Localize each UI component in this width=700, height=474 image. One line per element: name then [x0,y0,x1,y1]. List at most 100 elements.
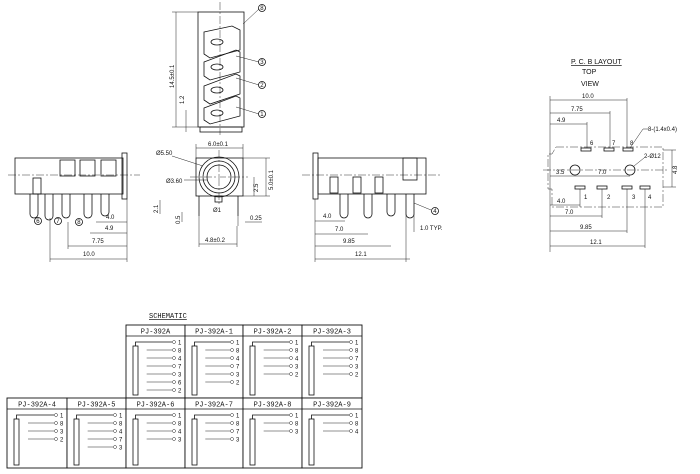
dimension-label: 4.0 [323,214,332,220]
dimension-label: 3 [260,60,264,66]
schematic-cell-title: PJ-392A [141,329,171,337]
dimension-label: 4.0 [557,199,566,205]
schematic-cell-title: PJ-392A-9 [313,402,351,410]
pin-label: 1 [295,414,299,420]
top-view: 14.5±0.1 1.2 8 3 2 1 [170,2,266,135]
pin-label: 4 [178,430,182,436]
pin-dia: Ø1 [213,208,222,214]
dimension-label: 7.0 [335,227,344,233]
top-offset-dim: 1.2 [180,95,186,104]
dimension-label: 7 [56,219,60,225]
inner-dia: Ø3.60 [166,179,183,185]
pin-label: 3 [178,373,182,379]
pin-label: 2 [295,373,299,379]
pin-label: 1 [178,414,182,420]
schematic: SCHEMATIC PJ-392A1847362PJ-392A-1184732P… [6,313,363,469]
dimension-label: 6 [36,219,40,225]
pin-label: 8 [119,422,123,428]
pin-label: 3 [178,438,182,444]
dimension-label: 0.5 [176,215,182,224]
dimension-label: 0.25 [250,216,262,222]
pin-label: 3 [60,430,64,436]
dimension-label: 1 [260,112,264,118]
left-dim-10-0: 10.0 [83,252,95,258]
dimension-label: 7.0 [565,210,574,216]
dimension-label: 9.85 [343,239,355,245]
pin-label: 1 [178,341,182,347]
schematic-title: SCHEMATIC [149,313,187,321]
pads-bottom [574,185,651,190]
pin-label: 7 [119,438,123,444]
pin-label: 3 [236,373,240,379]
pin-label: 1 [295,341,299,347]
dimension-label: 9.85 [580,225,592,231]
pin-label: 4 [178,357,182,363]
schematic-cell: PJ-392A-9 1 8 4 [301,397,363,469]
dimension-label: 10.0 [582,94,594,100]
pin-label: 3 [119,446,123,452]
dimension-label: 1 [584,195,588,201]
top-callouts: 8 3 2 1 [235,4,266,118]
pin-label: 3 [295,430,299,436]
schematic-cell-title: PJ-392A-7 [195,402,233,410]
dimension-label: 8 [77,220,81,226]
pin-label: 7 [236,365,240,371]
schematic-cell-title: PJ-392A-5 [78,402,116,410]
pads-spec: 8-(1.4x0.4) [648,127,677,133]
left-dim-4-0: 4.0 [106,215,115,221]
pin-label: 4 [295,357,299,363]
dimension-label: 4 [648,195,652,201]
left-dim-7-75: 7.75 [92,239,104,245]
schematic-cell-title: PJ-392A-4 [18,402,56,410]
pin-label: 1 [236,341,240,347]
dimension-label: 8 [260,6,264,12]
front-half-dim: 2.5 [254,183,260,192]
outer-dia: Ø5.50 [156,151,173,157]
pin-label: 8 [355,422,359,428]
schematic-cell-title: PJ-392A-8 [254,402,292,410]
pin-label: 2 [178,389,182,395]
dimension-label: 4.8 [673,165,679,174]
pin-label: 7 [178,365,182,371]
pin-label: 3 [236,438,240,444]
pads-top [580,147,634,152]
left-dim-4-9: 4.9 [105,226,114,232]
pin-label: 7 [236,430,240,436]
pin-label: 1 [355,341,359,347]
dimension-label: 12.1 [590,240,602,246]
front-width-dim: 6.0±0.1 [208,142,229,148]
schematic-cell: PJ-392A-4 1 8 3 2 [6,397,68,469]
pin-label: 1 [355,414,359,420]
pin-label: 3 [355,365,359,371]
schematic-cell-title: PJ-392A-2 [254,329,292,337]
dimension-label: 3 [632,195,636,201]
pin-label: 2 [60,438,64,444]
pin-label: 4 [355,430,359,436]
pin-label: 1 [60,414,64,420]
dimension-label: 7.0 [598,170,607,176]
pin-label: 8 [60,422,64,428]
right-side-view: 4 4.0 7.0 9.85 12.1 1.0 TYP. [302,152,443,262]
pin-label: 2 [236,381,240,387]
pin-label: 8 [178,422,182,428]
dimension-label: 6 [590,141,594,147]
pin-label: 8 [295,349,299,355]
dimension-label: TOP [582,69,597,76]
pin-label: 1 [119,414,123,420]
pcb-title: P. C. B LAYOUT [571,59,622,66]
dimension-label: 3.5 [556,170,565,176]
dimension-label: 4.9 [557,118,566,124]
dimension-label: 2 [260,83,264,89]
dimension-label: 2 [607,195,611,201]
holes-spec: 2-Ø12 [644,154,661,160]
pin-label: 4 [119,430,123,436]
schematic-cell: PJ-392A-51 8 4 7 3 [66,397,127,469]
front-view: 6.0±0.1 5.0±0.1 2.5 Ø5.50 Ø3.60 2.1 0.5 … [154,142,275,247]
